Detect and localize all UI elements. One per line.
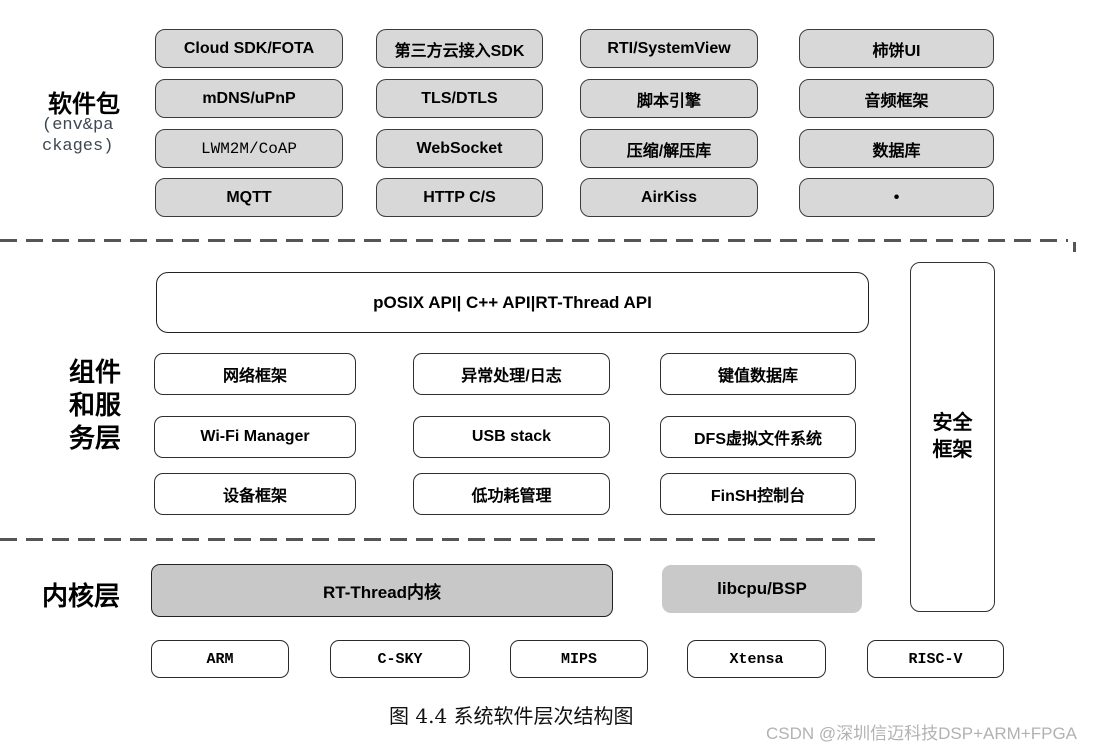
layer-separator-bottom — [0, 538, 878, 541]
packages-layer-sublabel: (env&pa ckages) — [42, 115, 113, 157]
package-box-rti-systemview: RTI/SystemView — [580, 29, 758, 68]
package-box-lwm2m-coap: LWM2M/CoAP — [155, 129, 343, 168]
rt-thread-kernel-box: RT-Thread内核 — [151, 564, 613, 617]
cpu-box-c-sky: C-SKY — [330, 640, 470, 678]
package-box-script-engine: 脚本引擎 — [580, 79, 758, 118]
package-box-http-cs: HTTP C/S — [376, 178, 543, 217]
component-box-wifi-manager: Wi-Fi Manager — [154, 416, 356, 458]
package-box-third-party-cloud-sdk: 第三方云接入SDK — [376, 29, 543, 68]
cpu-box-mips: MIPS — [510, 640, 648, 678]
package-box-tls-dtls: TLS/DTLS — [376, 79, 543, 118]
components-layer-label: 组件 和服 务层 — [60, 356, 130, 455]
figure-caption: 图 4.4 系统软件层次结构图 — [389, 704, 634, 728]
layer-separator-top — [0, 239, 1068, 242]
package-box-websocket: WebSocket — [376, 129, 543, 168]
layer-separator-top-end-tick — [1073, 242, 1076, 252]
package-box-mqtt: MQTT — [155, 178, 343, 217]
packages-sublabel-line2: ckages) — [42, 137, 114, 156]
security-framework-line1: 安全 — [932, 412, 973, 434]
package-box-ellipsis-dot: • — [799, 178, 994, 217]
component-box-network-framework: 网络框架 — [154, 353, 356, 395]
security-framework-line2: 框架 — [932, 439, 973, 461]
kernel-layer-label: 内核层 — [42, 581, 121, 611]
component-box-dfs-vfs: DFS虚拟文件系统 — [660, 416, 856, 458]
package-box-audio-framework: 音频框架 — [799, 79, 994, 118]
component-box-low-power-mgmt: 低功耗管理 — [413, 473, 610, 515]
api-bar: pOSIX API| C++ API|RT-Thread API — [156, 272, 869, 333]
package-box-persimmon-ui: 柿饼UI — [799, 29, 994, 68]
packages-layer-label: 软件包 — [48, 91, 120, 118]
packages-sublabel-line1: (env&pa — [42, 116, 114, 135]
cpu-box-risc-v: RISC-V — [867, 640, 1004, 678]
cpu-box-xtensa: Xtensa — [687, 640, 826, 678]
components-label-line2: 和服 — [68, 390, 121, 420]
libcpu-bsp-box: libcpu/BSP — [662, 565, 862, 613]
components-label-line3: 务层 — [68, 423, 121, 453]
components-label-line1: 组件 — [68, 357, 121, 387]
component-box-kv-database: 键值数据库 — [660, 353, 856, 395]
component-box-usb-stack: USB stack — [413, 416, 610, 458]
package-box-airkiss: AirKiss — [580, 178, 758, 217]
csdn-watermark: CSDN @深圳信迈科技DSP+ARM+FPGA — [766, 724, 1078, 743]
security-framework-box: 安全 框架 — [910, 262, 995, 612]
package-box-database: 数据库 — [799, 129, 994, 168]
component-box-device-framework: 设备框架 — [154, 473, 356, 515]
package-box-mdns-upnp: mDNS/uPnP — [155, 79, 343, 118]
component-box-exception-log: 异常处理/日志 — [413, 353, 610, 395]
cpu-box-arm: ARM — [151, 640, 289, 678]
package-box-cloud-sdk-fota: Cloud SDK/FOTA — [155, 29, 343, 68]
package-box-compression-lib: 压缩/解压库 — [580, 129, 758, 168]
component-box-finsh-console: FinSH控制台 — [660, 473, 856, 515]
